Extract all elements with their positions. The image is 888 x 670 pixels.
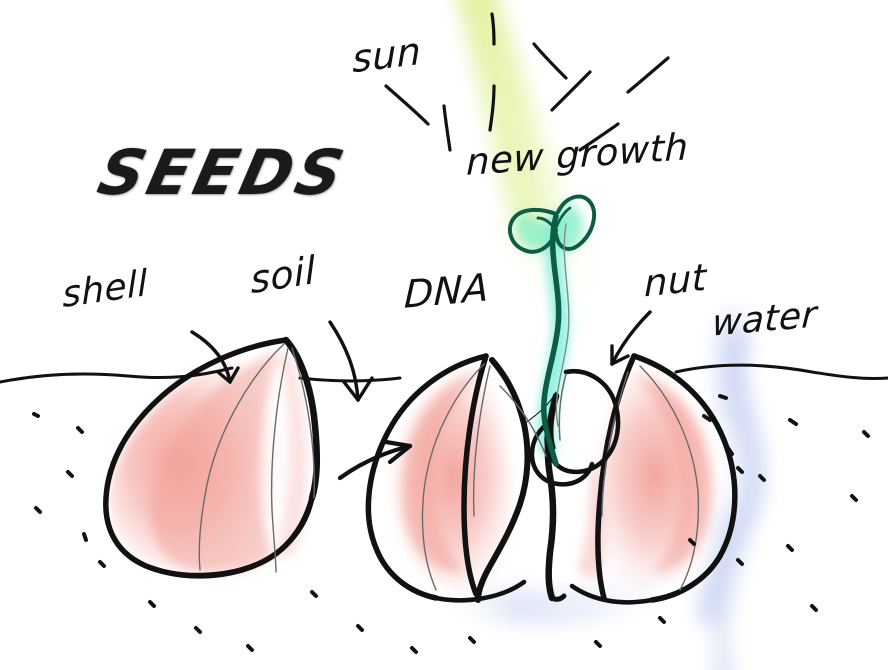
ground-line-left (0, 366, 234, 384)
seed-open-left-outline (365, 353, 527, 603)
soil-pointer (328, 320, 374, 402)
seed-open-right-outline (569, 353, 738, 605)
label-soil: soil (249, 247, 317, 303)
seed-closed-contours (198, 343, 315, 573)
label-sun: sun (351, 28, 422, 82)
label-dna: DNA (403, 265, 490, 317)
nut-pointer (610, 310, 652, 366)
ground-line-right (674, 363, 888, 381)
ground-line-center (298, 376, 402, 383)
seed-closed-outline (103, 336, 321, 579)
seed-open-right-contours (601, 365, 700, 591)
sprout-shadow (555, 223, 570, 427)
label-nut: nut (644, 255, 707, 306)
seed-open-left-contours (421, 363, 491, 591)
page-title: SEEDS (91, 136, 355, 209)
shell-pointer (190, 330, 240, 384)
soil-speckles (32, 394, 870, 654)
dna-filament (499, 373, 567, 457)
sun-rays (384, 12, 670, 152)
transition-arrow (337, 439, 413, 481)
seed-closed-fill (109, 342, 307, 576)
label-water: water (711, 294, 818, 345)
